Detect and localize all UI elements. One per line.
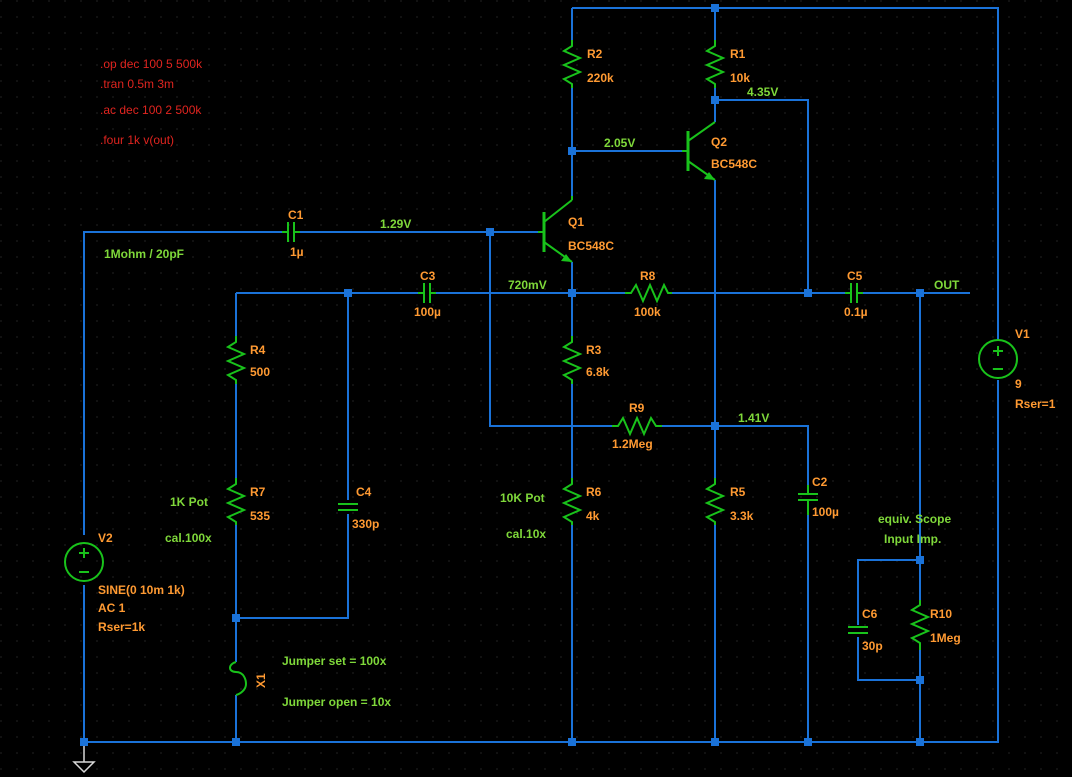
label-r2-value: 220k [587,71,614,85]
voltage-label-q2-base: 2.05V [604,136,635,150]
label-r6-name: R6 [586,485,602,499]
voltage-label-c1-q1-base: 1.29V [380,217,411,231]
label-v2-extra: Rser=1k [98,620,145,634]
label-v1-extra: Rser=1 [1015,397,1056,411]
resistor-r6[interactable] [561,478,583,525]
voltage-label-r9-r5: 1.41V [738,411,769,425]
capacitor-c3[interactable] [418,283,436,303]
resistor-r7[interactable] [225,478,247,525]
label-v1-name: V1 [1015,327,1030,341]
label-r4-name: R4 [250,343,266,357]
resistor-r10[interactable] [909,600,931,650]
voltage-source-v2[interactable] [64,542,104,582]
comment-scope-line2[interactable]: Input Imp. [884,532,941,546]
label-c5-name: C5 [847,269,863,283]
label-c1-value: 1µ [290,245,304,259]
capacitor-c5[interactable] [845,283,863,303]
comment-input-impedance[interactable]: 1Mohm / 20pF [104,247,184,261]
label-c5-value: 0.1µ [844,305,868,319]
label-v2-ac: AC 1 [98,601,126,615]
label-r2-name: R2 [587,47,603,61]
label-c6-name: C6 [862,607,878,621]
label-q1-name: Q1 [568,215,584,229]
resistor-r1[interactable] [704,40,726,88]
label-r5-name: R5 [730,485,746,499]
label-r3-name: R3 [586,343,602,357]
comment-cal-10x[interactable]: cal.10x [506,527,546,541]
ground-symbol[interactable] [72,746,96,774]
capacitor-c1[interactable] [282,222,300,242]
transistor-q1[interactable] [538,196,573,263]
label-r10-name: R10 [930,607,952,621]
label-c2-value: 100µ [812,505,839,519]
label-v1-value: 9 [1015,377,1022,391]
voltage-source-v1[interactable] [978,339,1018,379]
spice-directives[interactable]: .op dec 100 5 500k .tran 0.5m 3m .ac dec… [100,57,203,147]
transistor-q2[interactable] [682,121,716,181]
label-q1-value: BC548C [568,239,614,253]
label-c6-value: 30p [862,639,883,653]
comment-1k-pot[interactable]: 1K Pot [170,495,208,509]
label-c4-name: C4 [356,485,372,499]
net-label-out[interactable]: OUT [934,278,960,292]
label-c3-name: C3 [420,269,436,283]
resistor-r8[interactable] [625,282,672,304]
directive-op[interactable]: .op dec 100 5 500k [100,57,203,71]
capacitor-c4[interactable] [338,503,358,511]
label-r6-value: 4k [586,509,600,523]
label-r7-value: 535 [250,509,270,523]
label-x1-name: X1 [254,673,268,688]
resistor-r2[interactable] [561,40,583,88]
comment-scope-line1[interactable]: equiv. Scope [878,512,951,526]
label-c2-name: C2 [812,475,828,489]
component-labels: R2 220k R1 10k Q2 BC548C Q1 BC548C C1 1µ… [98,47,1056,688]
label-c1-name: C1 [288,208,304,222]
label-r8-value: 100k [634,305,661,319]
label-r3-value: 6.8k [586,365,610,379]
jumper-x1[interactable] [229,661,248,696]
label-q2-name: Q2 [711,135,727,149]
label-v2-value: SINE(0 10m 1k) [98,583,185,597]
resistor-r3[interactable] [561,336,583,384]
label-r9-value: 1.2Meg [612,437,653,451]
label-c3-value: 100µ [414,305,441,319]
label-q2-value: BC548C [711,157,757,171]
label-r1-value: 10k [730,71,750,85]
directive-four[interactable]: .four 1k v(out) [100,133,174,147]
capacitor-c2[interactable] [798,485,818,515]
comment-jumper-set[interactable]: Jumper set = 100x [282,654,387,668]
label-c4-value: 330p [352,517,379,531]
label-r9-name: R9 [629,401,645,415]
label-v2-name: V2 [98,531,113,545]
label-r1-name: R1 [730,47,746,61]
resistor-r5[interactable] [704,478,726,525]
comment-cal-100x[interactable]: cal.100x [165,531,212,545]
label-r7-name: R7 [250,485,266,499]
resistor-r4[interactable] [225,336,247,384]
directive-ac[interactable]: .ac dec 100 2 500k [100,103,202,117]
comment-10k-pot[interactable]: 10K Pot [500,491,545,505]
comment-jumper-open[interactable]: Jumper open = 10x [282,695,391,709]
resistor-r9[interactable] [612,415,662,437]
directive-tran[interactable]: .tran 0.5m 3m [100,77,174,91]
voltage-label-q2-collector: 4.35V [747,85,778,99]
label-r8-name: R8 [640,269,656,283]
label-r5-value: 3.3k [730,509,754,523]
capacitor-c6[interactable] [848,626,868,634]
junction-dots [80,4,924,746]
label-r10-value: 1Meg [930,631,961,645]
wires[interactable] [83,7,999,743]
voltage-label-q1-emitter: 720mV [508,278,547,292]
label-r4-value: 500 [250,365,270,379]
